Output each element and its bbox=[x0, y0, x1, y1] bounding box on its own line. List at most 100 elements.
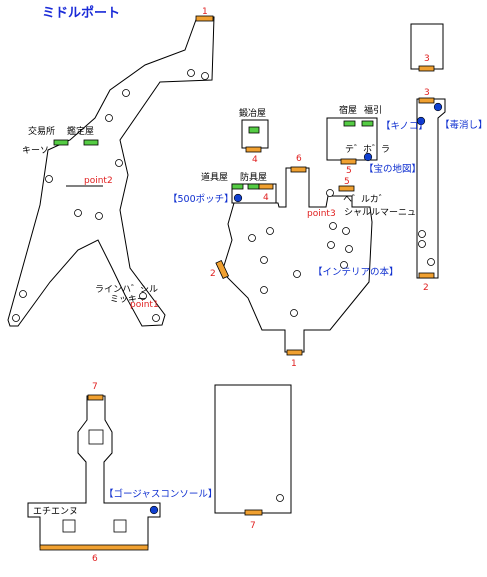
echiensu-label: エチエンヌ bbox=[33, 506, 78, 517]
bottom-left-area bbox=[27, 395, 161, 548]
room-7-building bbox=[214, 384, 292, 514]
npc-lottery[interactable] bbox=[361, 120, 374, 127]
rainbashiru-label: ラインハ゛シル bbox=[95, 284, 158, 295]
exit-7-top-label: 7 bbox=[92, 382, 98, 392]
exit-1-bottom-label: 1 bbox=[291, 359, 297, 369]
crate bbox=[62, 519, 76, 533]
exit-4-smith-label: 4 bbox=[252, 155, 258, 165]
exit-3-mid-label: 3 bbox=[424, 88, 430, 98]
mikki-label: ミッキー bbox=[110, 295, 146, 305]
exit-3-corridor[interactable] bbox=[418, 97, 435, 104]
pillar bbox=[276, 494, 284, 502]
kiso-label: キーソ bbox=[22, 146, 49, 156]
exit-2-right-label: 2 bbox=[423, 283, 429, 293]
point3-label: point3 bbox=[307, 209, 336, 219]
pillar bbox=[260, 256, 268, 264]
pillar bbox=[139, 292, 147, 300]
exit-7-room-label: 7 bbox=[250, 521, 256, 531]
pillar bbox=[201, 72, 209, 80]
tools-label: 道具屋 bbox=[201, 171, 228, 183]
npc-exchange[interactable] bbox=[53, 139, 69, 146]
item-treasure-map[interactable]: 【宝の地図】 bbox=[364, 163, 421, 175]
exit-5-house-label: 5 bbox=[344, 177, 350, 187]
item-poison-cure[interactable]: 【毒消し】 bbox=[440, 119, 487, 131]
inn-label: 宿屋 bbox=[339, 104, 357, 116]
pillar bbox=[342, 227, 350, 235]
central-plaza-outline bbox=[221, 167, 373, 353]
pillar bbox=[266, 227, 274, 235]
pillar bbox=[326, 189, 334, 197]
exit-5-inn-label: 5 bbox=[346, 166, 352, 176]
treasure-gorgeous-console[interactable] bbox=[149, 505, 159, 515]
pillar bbox=[74, 209, 82, 217]
left-area-outline bbox=[7, 16, 215, 327]
pillar bbox=[115, 159, 123, 167]
smith-label: 鍛冶屋 bbox=[239, 107, 266, 119]
pillar bbox=[122, 89, 130, 97]
pillar bbox=[427, 258, 435, 266]
exit-4-shop[interactable] bbox=[258, 183, 274, 190]
pillar bbox=[260, 286, 268, 294]
exit-6-corridor[interactable] bbox=[290, 166, 307, 173]
exit-2-left-label: 2 bbox=[210, 269, 216, 279]
tesura-label: テ゛ホ゛ラ bbox=[345, 144, 390, 155]
exit-3-top-label: 3 bbox=[424, 54, 430, 64]
npc-tools[interactable] bbox=[231, 183, 244, 190]
item-interior-book[interactable]: 【インテリアの本】 bbox=[313, 266, 399, 278]
exit-6-bottom-label: 6 bbox=[92, 554, 98, 564]
item-mushroom[interactable]: 【キノコ】 bbox=[381, 121, 428, 132]
pillar bbox=[248, 234, 256, 242]
treasure-map-chest[interactable] bbox=[363, 152, 373, 162]
crate bbox=[113, 519, 127, 533]
item-gorgeous-console[interactable]: 【ゴージャスコンソール】 bbox=[104, 488, 217, 500]
pillar bbox=[290, 309, 298, 317]
pillar bbox=[45, 175, 53, 183]
belga-label: ヘ゛ルカ゛ bbox=[343, 194, 388, 205]
exit-2-right[interactable] bbox=[418, 272, 435, 279]
pillar bbox=[345, 245, 353, 253]
exit-6-bottom[interactable] bbox=[39, 544, 149, 551]
pillar bbox=[418, 240, 426, 248]
npc-inn[interactable] bbox=[343, 120, 356, 127]
item-500pochi[interactable]: 【500ポッチ】 bbox=[168, 194, 234, 205]
exit-2-left[interactable] bbox=[215, 259, 230, 279]
exit-4-smith[interactable] bbox=[245, 146, 262, 153]
pillar bbox=[12, 314, 20, 322]
treasure-500pochi[interactable] bbox=[233, 193, 243, 203]
npc-armor[interactable] bbox=[247, 183, 260, 190]
exit-7-room[interactable] bbox=[244, 509, 263, 516]
pillar bbox=[152, 314, 160, 322]
pillar bbox=[105, 114, 113, 122]
smith-building bbox=[241, 119, 269, 149]
exit-1-top-label: 1 bbox=[202, 7, 208, 17]
npc-appraisal[interactable] bbox=[83, 139, 99, 146]
exchange-label: 交易所 bbox=[28, 125, 55, 137]
exit-1-bottom[interactable] bbox=[286, 349, 303, 356]
exit-1-top[interactable] bbox=[195, 15, 214, 22]
pillar bbox=[95, 212, 103, 220]
pillar bbox=[19, 290, 27, 298]
pillar bbox=[340, 261, 348, 269]
treasure-mushroom[interactable] bbox=[416, 116, 426, 126]
point2-label: point2 bbox=[84, 176, 113, 186]
exit-5-inn[interactable] bbox=[340, 158, 357, 165]
pillar bbox=[327, 241, 335, 249]
pillar bbox=[187, 69, 195, 77]
exit-4-shop-label: 4 bbox=[263, 193, 269, 203]
exit-5-house[interactable] bbox=[338, 185, 355, 192]
pillar bbox=[418, 230, 426, 238]
map-title: ミドルポート bbox=[42, 5, 120, 21]
pillar bbox=[293, 270, 301, 278]
crate bbox=[88, 429, 104, 445]
sharlmanyu-label: シャルルマーニュ bbox=[344, 208, 416, 218]
point1-label: point1 bbox=[130, 300, 159, 310]
lottery-label: 福引 bbox=[364, 104, 382, 116]
appraisal-label: 鑑定屋 bbox=[67, 125, 94, 137]
pillar bbox=[329, 222, 337, 230]
exit-3-room[interactable] bbox=[418, 65, 435, 72]
treasure-poison-cure[interactable] bbox=[433, 102, 443, 112]
armor-label: 防具屋 bbox=[240, 171, 267, 183]
npc-smith[interactable] bbox=[248, 126, 260, 134]
exit-7-top[interactable] bbox=[87, 394, 104, 401]
